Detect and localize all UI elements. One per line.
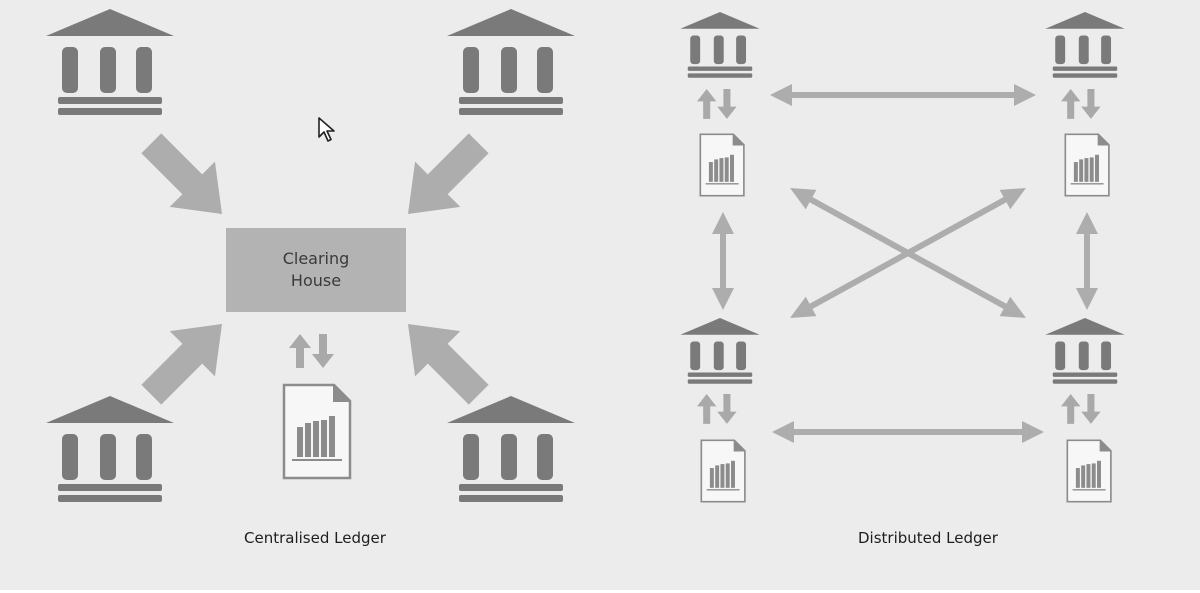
document-chart-icon xyxy=(282,383,352,480)
clearing-house-label-line1: Clearing xyxy=(282,249,350,268)
mouse-cursor-icon xyxy=(318,117,335,142)
clearing-house-label-line2: House xyxy=(290,271,342,290)
up-down-arrows-icon xyxy=(1061,89,1101,119)
document-chart-icon xyxy=(1066,439,1112,503)
up-down-arrows-icon xyxy=(1061,394,1101,424)
connection-arrow xyxy=(806,195,1010,311)
bank-icon xyxy=(680,12,760,78)
bank-icon xyxy=(447,9,575,115)
arrow-to-clearing-house xyxy=(385,301,502,418)
distributed-section xyxy=(680,12,1125,503)
up-down-arrows-icon xyxy=(289,334,334,368)
up-down-arrows-icon xyxy=(697,89,737,119)
bank-icon xyxy=(447,396,575,502)
bank-icon xyxy=(46,9,174,115)
bank-icon xyxy=(1045,318,1125,384)
bank-icon xyxy=(680,318,760,384)
centralised-ledger-caption: Centralised Ledger xyxy=(244,529,386,547)
clearing-house-box: Clearing House xyxy=(226,228,406,312)
distributed-ledger-caption: Distributed Ledger xyxy=(858,529,998,547)
bank-icon xyxy=(1045,12,1125,78)
document-chart-icon xyxy=(699,133,745,197)
document-chart-icon xyxy=(700,439,746,503)
arrow-to-clearing-house xyxy=(128,120,245,237)
arrow-to-clearing-house xyxy=(385,120,502,237)
arrowheads xyxy=(712,84,1098,443)
arrow-to-clearing-house xyxy=(128,301,245,418)
up-down-arrows-icon xyxy=(697,394,737,424)
ledger-connections xyxy=(720,92,1090,435)
bank-icon xyxy=(46,396,174,502)
document-chart-icon xyxy=(1064,133,1110,197)
